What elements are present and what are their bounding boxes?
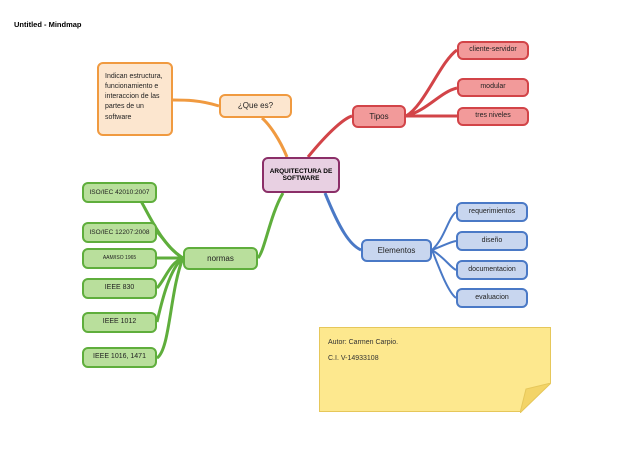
map-title: Untitled - Mindmap	[14, 20, 82, 29]
subtopic-label: evaluacion	[475, 293, 509, 301]
subtopic-ieee-830[interactable]: IEEE 830	[82, 278, 157, 299]
author-name: Autor: Carmen Carpio.	[328, 339, 399, 346]
central-topic-label: ARQUITECTURA DE SOFTWARE	[269, 167, 333, 182]
subtopic-evaluacion[interactable]: evaluacion	[456, 288, 528, 308]
subtopic-modular[interactable]: modular	[457, 78, 529, 97]
topic-tipos-label: Tipos	[369, 111, 389, 121]
subtopic-tres-niveles[interactable]: tres niveles	[457, 107, 529, 126]
subtopic-label: IEEE 1016, 1471	[93, 353, 146, 361]
topic-elementos-label: Elementos	[377, 245, 416, 255]
subtopic-cliente-servidor[interactable]: cliente-servidor	[457, 41, 529, 60]
topic-elementos[interactable]: Elementos	[361, 239, 432, 262]
topic-normas-label: normas	[207, 253, 234, 263]
subtopic-requerimientos[interactable]: requerimientos	[456, 202, 528, 222]
definition-note[interactable]: Indican estructura, funcionamiento e int…	[97, 62, 173, 136]
subtopic-label: ISO/IEC 42010:2007	[89, 188, 150, 196]
central-topic[interactable]: ARQUITECTURA DE SOFTWARE	[262, 157, 340, 193]
subtopic-label: diseño	[481, 236, 503, 244]
subtopic-label: tres niveles	[475, 112, 511, 120]
subtopic-label: IEEE 1012	[102, 318, 137, 326]
subtopic-label: AAM/ISO 1965	[102, 254, 137, 261]
definition-text: Indican estructura, funcionamiento e int…	[105, 73, 163, 121]
subtopic-iso-42010[interactable]: ISO/IEC 42010:2007	[82, 182, 157, 203]
subtopic-iso-12207[interactable]: ISO/IEC 12207:2008	[82, 222, 157, 243]
subtopic-label: ISO/IEC 12207:2008	[89, 228, 150, 236]
subtopic-label: modular	[480, 83, 506, 91]
topic-tipos[interactable]: Tipos	[352, 105, 406, 128]
subtopic-documentacion[interactable]: documentacion	[456, 260, 528, 280]
subtopic-aam-iso[interactable]: AAM/ISO 1965	[82, 248, 157, 269]
topic-que-es-label: ¿Que es?	[237, 101, 274, 111]
subtopic-ieee-1012[interactable]: IEEE 1012	[82, 312, 157, 333]
subtopic-ieee-1016[interactable]: IEEE 1016, 1471	[82, 347, 157, 368]
author-sticky-note[interactable]: Autor: Carmen Carpio. C.I. V-14933108	[319, 327, 551, 412]
subtopic-label: IEEE 830	[104, 284, 135, 292]
subtopic-diseno[interactable]: diseño	[456, 231, 528, 251]
subtopic-label: cliente-servidor	[469, 46, 517, 54]
topic-que-es[interactable]: ¿Que es?	[219, 94, 292, 118]
note-corner-fold	[520, 383, 551, 413]
author-ci: C.I. V-14933108	[328, 355, 379, 362]
subtopic-label: documentacion	[468, 265, 516, 273]
topic-normas[interactable]: normas	[183, 247, 258, 270]
subtopic-label: requerimientos	[468, 207, 516, 215]
